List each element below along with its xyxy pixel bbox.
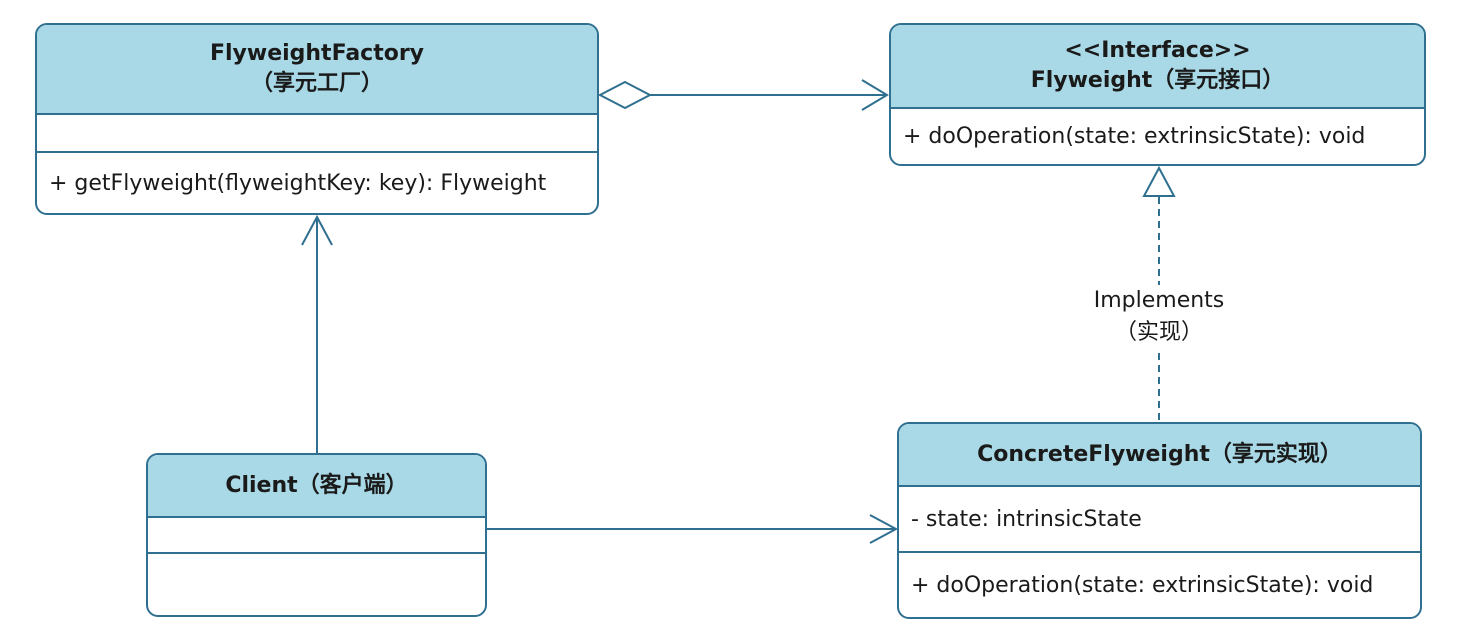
implements-label-cn: （实现）	[1114, 320, 1203, 345]
class-name: Flyweight（享元接口）	[1030, 68, 1285, 93]
class-header: FlyweightFactory （享元工厂）	[37, 25, 597, 115]
class-header: Client（客户端）	[148, 455, 485, 518]
aggregation-arrowhead	[861, 79, 889, 111]
implements-label: Implements （实现）	[1074, 285, 1244, 349]
class-name: Client（客户端）	[225, 472, 408, 498]
class-flyweight-factory: FlyweightFactory （享元工厂） + getFlyweight(f…	[35, 23, 599, 215]
method-item: + doOperation(state: extrinsicState): vo…	[903, 124, 1366, 149]
method-item: + doOperation(state: extrinsicState): vo…	[899, 551, 1420, 617]
method-item: + getFlyweight(flyweightKey: key): Flywe…	[37, 151, 597, 213]
implements-triangle	[1142, 165, 1176, 197]
class-client: Client（客户端）	[146, 453, 487, 617]
methods-section	[148, 552, 485, 615]
class-name: FlyweightFactory	[209, 41, 425, 66]
implements-label-en: Implements	[1093, 288, 1225, 313]
class-flyweight-interface: <<Interface>> Flyweight（享元接口） + doOperat…	[889, 23, 1426, 166]
attribute-item: - state: intrinsicState	[911, 506, 1142, 532]
class-subtitle: （享元工厂）	[250, 71, 383, 96]
class-header: <<Interface>> Flyweight（享元接口）	[891, 25, 1424, 109]
attributes-section	[37, 115, 597, 151]
class-stereotype: <<Interface>>	[1064, 38, 1251, 63]
class-header: ConcreteFlyweight（享元实现）	[899, 424, 1420, 487]
class-name: ConcreteFlyweight（享元实现）	[977, 441, 1342, 467]
class-concrete-flyweight: ConcreteFlyweight（享元实现） - state: intrins…	[897, 422, 1422, 619]
client-factory-arrowhead	[301, 214, 333, 246]
client-concrete-arrowhead	[869, 514, 899, 544]
aggregation-diamond	[597, 80, 653, 110]
attributes-section	[148, 518, 485, 552]
